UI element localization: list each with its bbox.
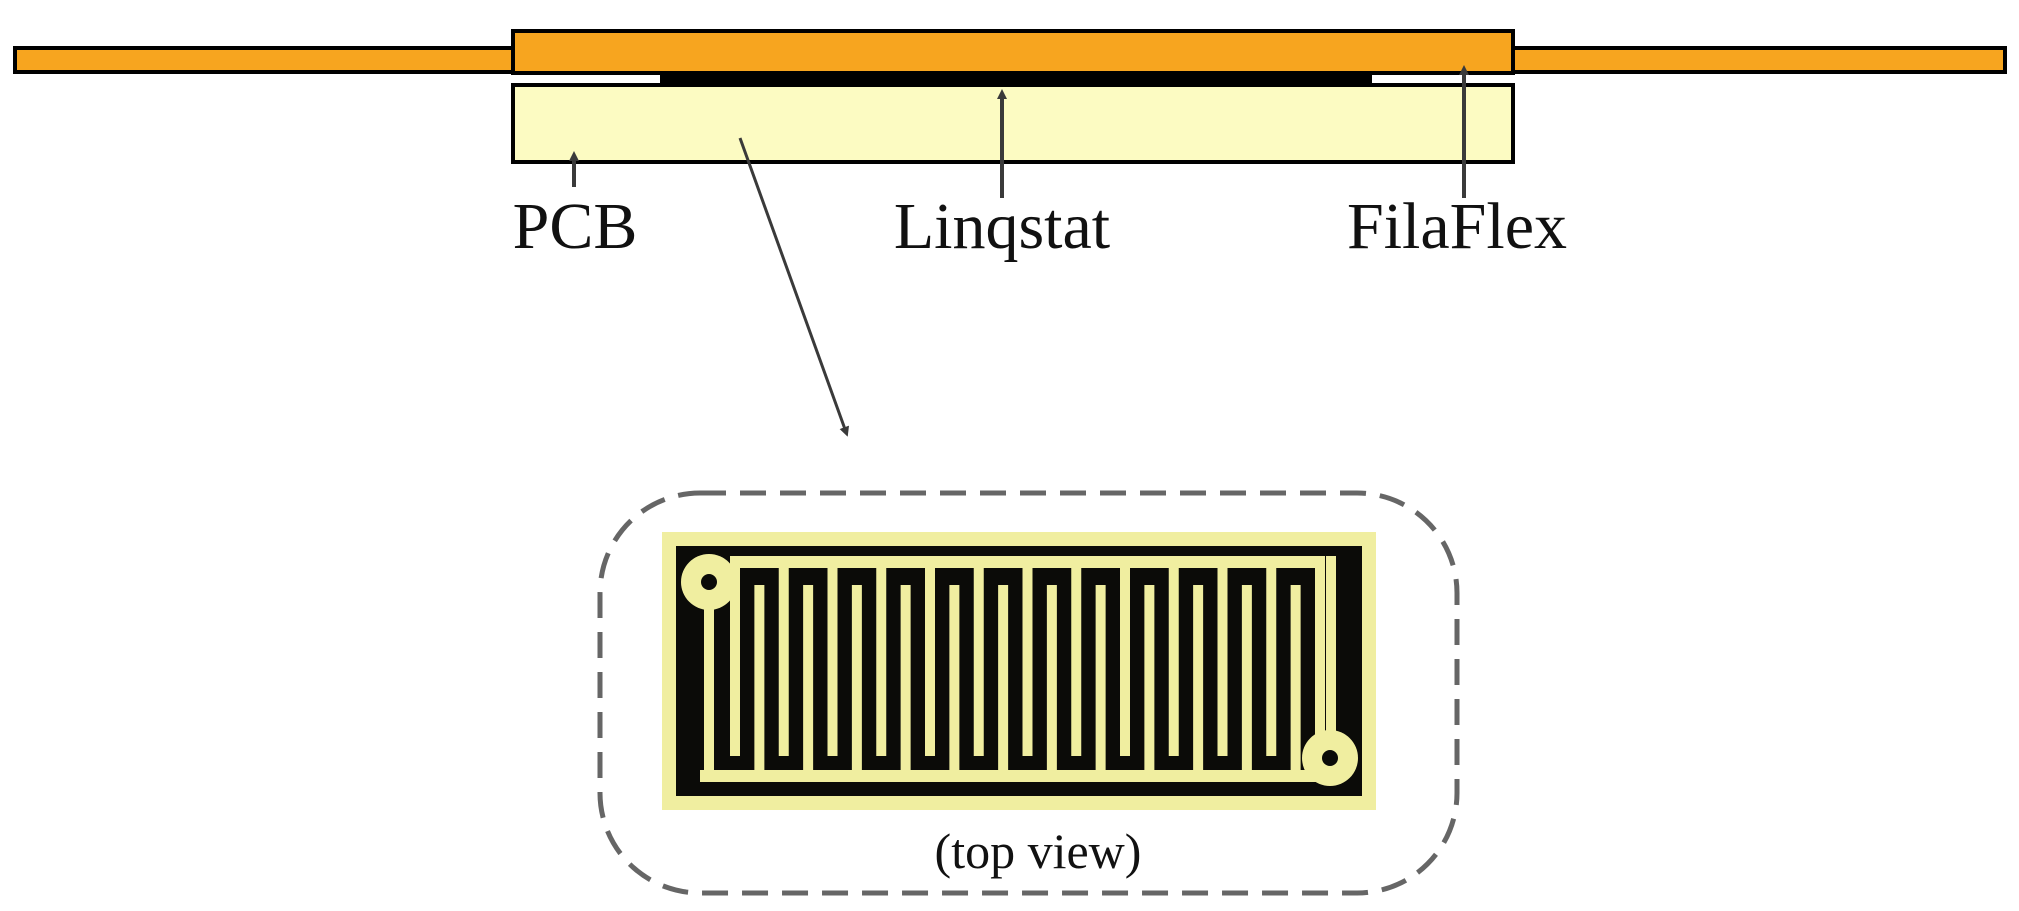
- top-finger: [1120, 556, 1130, 756]
- linqstat-label: Linqstat: [894, 190, 1110, 263]
- bottom-finger: [803, 585, 814, 782]
- top-finger: [973, 556, 984, 756]
- filaflex-center-block: [511, 29, 1515, 75]
- left-edge-trace: [662, 532, 676, 810]
- filaflex-left-strip: [13, 46, 517, 74]
- top-view-dashed-frame: [597, 490, 1460, 896]
- bottom-finger: [1290, 585, 1301, 782]
- pcb-top-view: [662, 532, 1376, 810]
- top-finger: [876, 556, 887, 756]
- right-edge-trace: [1362, 532, 1376, 810]
- bottom-finger: [1241, 585, 1252, 782]
- bottom-finger: [1144, 585, 1155, 782]
- right-pad-hole: [1322, 750, 1338, 766]
- bottom-bus-trace: [662, 796, 1376, 810]
- top-finger: [730, 556, 740, 756]
- top-finger: [1071, 556, 1082, 756]
- top-finger: [778, 556, 789, 756]
- left-pad-hole: [701, 574, 717, 590]
- linqstat-layer: [660, 71, 1372, 84]
- top-finger: [1315, 556, 1325, 756]
- filaflex-label: FilaFlex: [1347, 190, 1567, 263]
- right-pad-stub: [1326, 556, 1336, 736]
- filaflex-right-strip: [1498, 46, 2007, 74]
- bottom-finger: [1095, 585, 1106, 782]
- top-finger: [925, 556, 935, 756]
- pcb-label: PCB: [513, 190, 638, 263]
- pcb-block: [511, 83, 1515, 164]
- bottom-finger: [851, 585, 862, 782]
- zoom-arrow: [738, 137, 850, 437]
- bottom-finger: [900, 585, 911, 782]
- top-finger: [1022, 556, 1033, 756]
- bottom-finger: [1193, 585, 1204, 782]
- pcb-traces: [662, 532, 1376, 810]
- bottom-finger: [949, 585, 960, 782]
- top-bus-trace: [662, 532, 1376, 546]
- bottom-finger: [998, 585, 1009, 782]
- left-pad-stub: [704, 600, 714, 782]
- bottom-finger: [1046, 585, 1057, 782]
- top-finger: [827, 556, 838, 756]
- top-view-label: (top view): [935, 823, 1142, 879]
- top-finger: [1266, 556, 1277, 756]
- top-finger: [1217, 556, 1228, 756]
- bottom-finger: [754, 585, 765, 782]
- top-finger: [1168, 556, 1179, 756]
